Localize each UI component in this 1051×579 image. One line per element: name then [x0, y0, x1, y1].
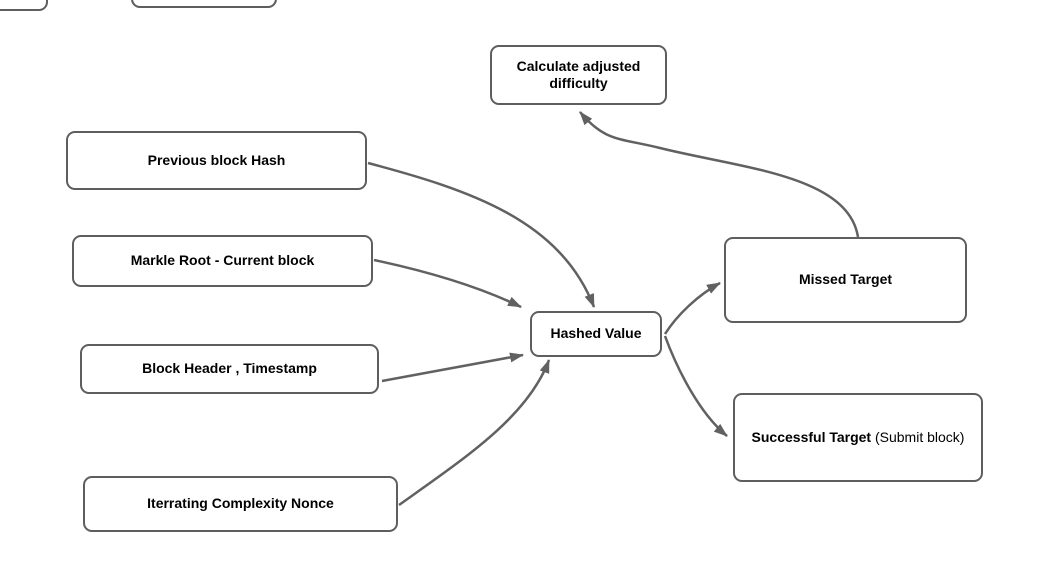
edge-missed-target-to-calculate-difficulty[interactable]	[579, 111, 860, 238]
node-block-header-timestamp[interactable]: Block Header , Timestamp	[80, 344, 379, 394]
edge-markle-root-to-hashed-value[interactable]	[373, 258, 522, 309]
node-previous-block-hash[interactable]: Previous block Hash	[66, 131, 367, 190]
edge-nonce-to-hashed-value[interactable]	[398, 359, 551, 507]
node-missed-target[interactable]: Missed Target	[724, 237, 967, 323]
node-label-rest: (Submit block)	[871, 428, 965, 445]
edge-hashed-value-to-successful-target[interactable]	[663, 335, 728, 437]
node-label: Missed Target	[798, 271, 893, 288]
node-label: Markle Root - Current block	[130, 252, 315, 269]
node-label: Successful Target (Submit block)	[752, 429, 965, 447]
cropped-box-top[interactable]	[131, 0, 277, 8]
node-hashed-value[interactable]: Hashed Value	[530, 311, 662, 357]
cropped-box-top-left[interactable]	[0, 0, 48, 11]
edge-previous-block-hash-to-hashed-value[interactable]	[367, 161, 596, 308]
node-label: Previous block Hash	[147, 151, 286, 168]
edge-hashed-value-to-missed-target[interactable]	[663, 281, 721, 335]
node-label-bold: Successful Target	[751, 428, 872, 445]
node-label: Block Header , Timestamp	[142, 360, 317, 377]
edge-block-header-to-hashed-value[interactable]	[381, 352, 524, 383]
node-label: Hashed Value	[550, 325, 642, 342]
node-calculate-adjusted-difficulty[interactable]: Calculate adjusted difficulty	[490, 45, 667, 105]
node-markle-root-current-block[interactable]: Markle Root - Current block	[72, 235, 373, 287]
node-label: Iterrating Complexity Nonce	[147, 495, 334, 512]
node-label: Calculate adjusted difficulty	[516, 57, 641, 92]
node-iterrating-complexity-nonce[interactable]: Iterrating Complexity Nonce	[83, 476, 398, 532]
node-successful-target[interactable]: Successful Target (Submit block)	[733, 393, 983, 482]
